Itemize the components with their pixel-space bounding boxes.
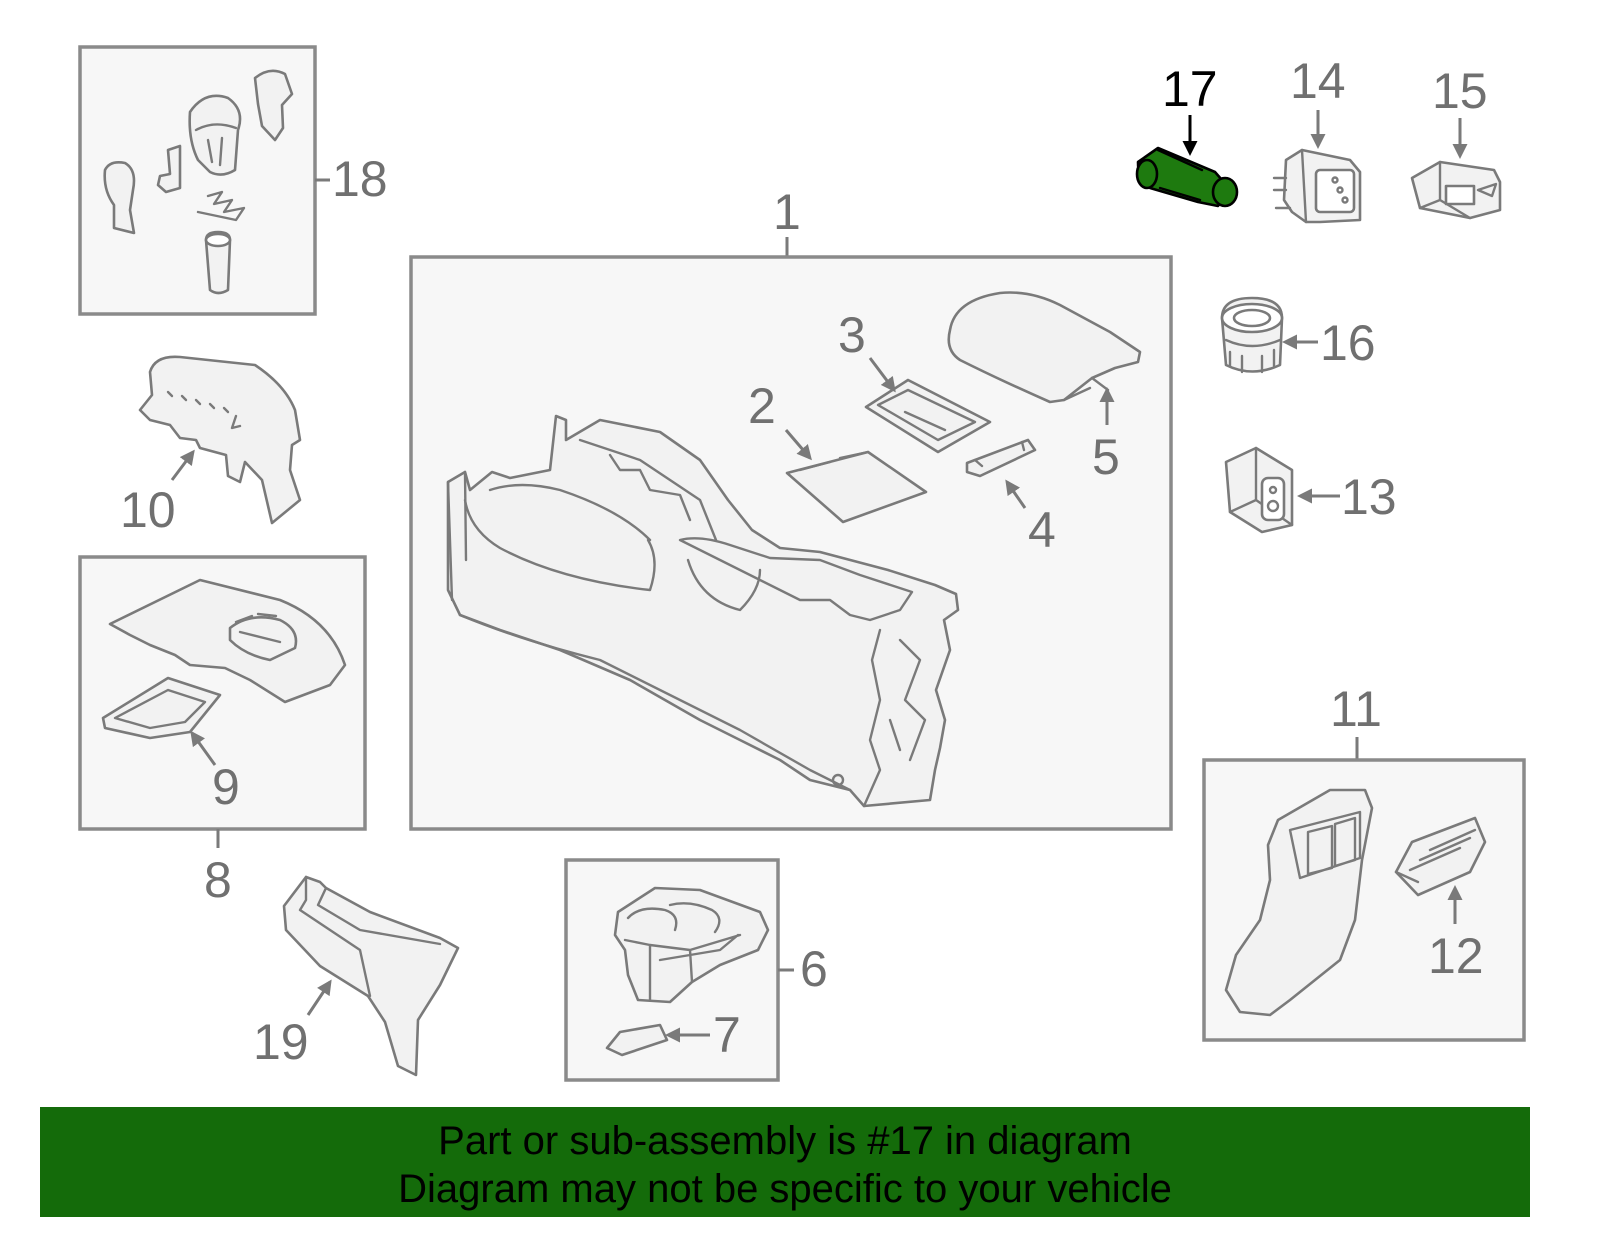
part-15-switch: 15: [1410, 63, 1502, 220]
callout-19: 19: [253, 1014, 309, 1070]
group-6-cup-holder: 7 6: [564, 858, 828, 1082]
callout-18: 18: [332, 151, 388, 207]
callout-12: 12: [1428, 928, 1484, 984]
group-1-center-console: 1 2 3 4 5: [409, 184, 1173, 831]
part-10-indicator-plate: 10: [120, 355, 302, 538]
callout-1: 1: [773, 184, 801, 240]
callout-3: 3: [838, 307, 866, 363]
part-14-switch: 14: [1272, 53, 1362, 224]
part-17-power-socket: 17: [1135, 61, 1239, 208]
group-18-shift-knobs: 18: [78, 45, 388, 316]
callout-17: 17: [1162, 61, 1218, 117]
callout-13: 13: [1341, 469, 1397, 525]
info-banner: Part or sub-assembly is #17 in diagram D…: [40, 1107, 1530, 1217]
banner-line-part: Part or sub-assembly is #17 in diagram: [438, 1119, 1132, 1163]
callout-2: 2: [748, 378, 776, 434]
callout-8: 8: [204, 852, 232, 908]
callout-16: 16: [1320, 315, 1376, 371]
callout-4: 4: [1028, 502, 1056, 558]
callout-10: 10: [120, 482, 176, 538]
part-16-knob: 16: [1220, 296, 1376, 374]
callout-6: 6: [800, 941, 828, 997]
part-19-side-panel: 19: [253, 875, 460, 1077]
callout-7: 7: [713, 1007, 741, 1063]
callout-14: 14: [1290, 53, 1346, 109]
part-13-usb-jack: 13: [1224, 446, 1397, 534]
callout-11: 11: [1330, 681, 1382, 737]
callout-15: 15: [1432, 63, 1488, 119]
group-8-shift-bezel: 9 8: [78, 555, 367, 908]
shift-knob-parts: [103, 69, 294, 295]
group-11-rear-panel: 11 12: [1202, 681, 1526, 1042]
banner-line-disclaimer: Diagram may not be specific to your vehi…: [398, 1167, 1172, 1211]
callout-9: 9: [212, 759, 240, 815]
callout-5: 5: [1092, 429, 1120, 485]
